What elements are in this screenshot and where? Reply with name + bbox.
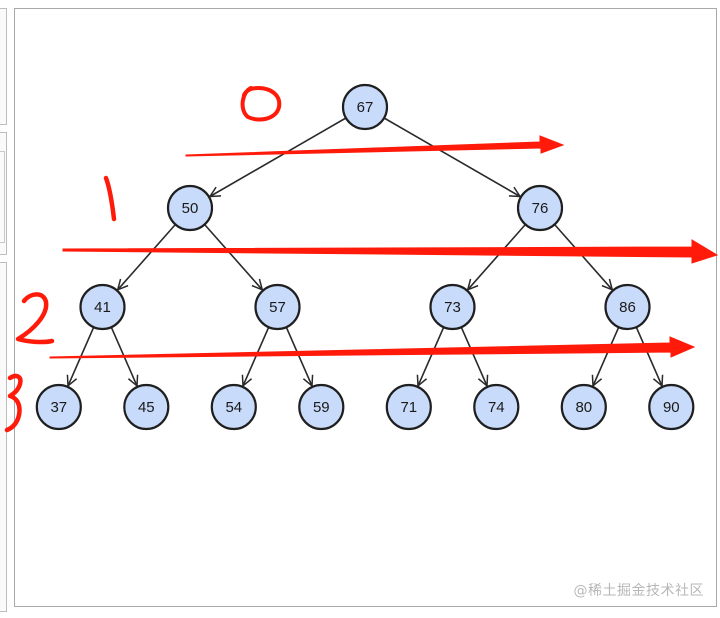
tree-node-label: 57 [269, 299, 286, 316]
tree-node-circle [385, 383, 432, 431]
tree-node-circle [166, 184, 214, 232]
left-panel-strip-inner-box [0, 151, 5, 243]
tree-node-label: 71 [400, 399, 417, 416]
tree-node-circle [254, 283, 301, 331]
tree-node-circle [516, 184, 564, 232]
tree-node-label: 45 [138, 399, 155, 416]
tree-node-71: 71 [385, 383, 432, 431]
annotation-digit-2 [15, 292, 55, 345]
tree-node-37: 37 [35, 383, 82, 431]
annotation-digit-3 [4, 373, 23, 433]
tree-node-circle [560, 383, 607, 431]
tree-edge-76-73 [468, 223, 526, 290]
tree-edge-73-74 [460, 326, 487, 386]
tree-node-circle [648, 383, 695, 431]
tree-node-74: 74 [473, 383, 520, 431]
tree-node-label: 74 [488, 399, 505, 416]
tree-node-57: 57 [254, 283, 301, 331]
annotation-arrow-level-0 [185, 135, 565, 157]
tree-node-circle [298, 383, 345, 431]
tree-edge-67-76 [383, 117, 520, 197]
tree-node-76: 76 [516, 184, 564, 232]
tree-node-circle [123, 383, 170, 431]
tree-node-circle [79, 283, 126, 331]
tree-edge-50-41 [118, 223, 176, 290]
tree-node-86: 86 [604, 283, 651, 331]
tree-node-label: 50 [182, 200, 199, 217]
tree-edge-67-50 [210, 117, 347, 197]
tree-node-label: 90 [663, 399, 680, 416]
annotation-arrow-level-2 [49, 336, 696, 359]
tree-node-90: 90 [648, 383, 695, 431]
tree-node-73: 73 [429, 283, 476, 331]
tree-node-45: 45 [123, 383, 170, 431]
left-panel-strip-middle [0, 132, 7, 255]
annotation-digit-0 [240, 86, 282, 122]
tree-edge-57-54 [243, 326, 270, 386]
tree-node-label: 41 [94, 299, 111, 316]
tree-node-label: 67 [357, 99, 374, 116]
tree-edge-76-86 [554, 223, 613, 290]
tree-node-circle [35, 383, 82, 431]
tree-edge-86-90 [635, 326, 662, 386]
tree-edges [68, 117, 662, 386]
tree-edge-73-71 [418, 326, 445, 386]
tree-node-circle [210, 383, 257, 431]
tree-node-41: 41 [79, 283, 126, 331]
tree-node-label: 73 [444, 299, 461, 316]
watermark-text: @稀土掘金技术社区 [573, 583, 704, 599]
tree-node-circle [429, 283, 476, 331]
tree-node-label: 76 [532, 200, 549, 217]
left-panel-strip-top [0, 8, 7, 125]
tree-edge-86-80 [593, 326, 620, 386]
annotation-digit-1 [103, 175, 117, 222]
tree-node-label: 80 [575, 399, 592, 416]
tree-edge-50-57 [204, 223, 263, 290]
tree-node-circle [341, 83, 389, 131]
tree-node-54: 54 [210, 383, 257, 431]
red-annotations [4, 86, 719, 433]
tree-node-label: 37 [50, 399, 67, 416]
tree-node-circle [473, 383, 520, 431]
tree-nodes: 67 50 76 41 57 73 86 37 45 54 59 71 74 80 90 [35, 83, 695, 431]
tree-node-80: 80 [560, 383, 607, 431]
left-panel-strip-bottom [0, 262, 7, 612]
tree-node-label: 54 [225, 399, 242, 416]
tree-edge-57-59 [285, 326, 312, 386]
annotation-arrow-level-1 [62, 239, 719, 264]
tree-node-label: 59 [313, 399, 330, 416]
tree-node-67: 67 [341, 83, 389, 131]
tree-node-59: 59 [298, 383, 345, 431]
tree-node-circle [604, 283, 651, 331]
tree-node-label: 86 [619, 299, 636, 316]
tree-node-50: 50 [166, 184, 214, 232]
